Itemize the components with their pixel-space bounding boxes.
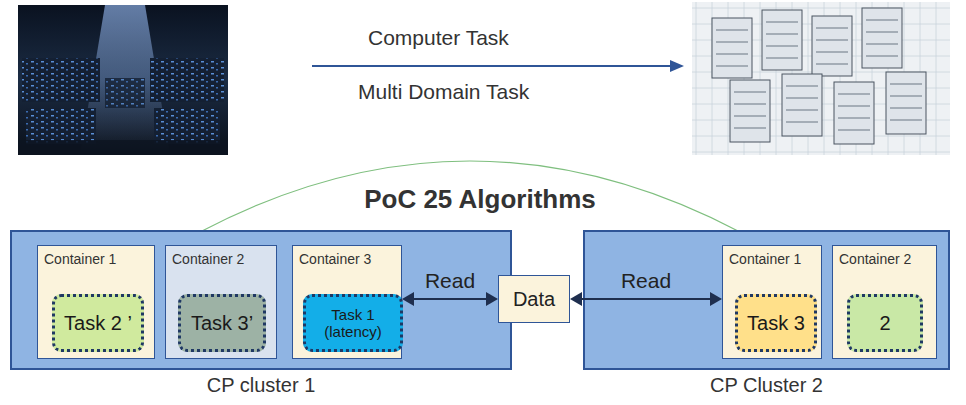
diagram-title: PoC 25 Algorithms [0, 184, 960, 215]
container-box: Container 2 Task 3’ [165, 245, 277, 359]
task-name: Task 3 [743, 310, 809, 337]
container-box: Container 2 2 [832, 245, 937, 359]
cluster-box: CP cluster 1Container 1Task 2 ’Container… [10, 230, 512, 370]
edge-label: Read [425, 269, 475, 293]
cluster-name: CP cluster 1 [12, 374, 510, 397]
edge-label: Read [621, 269, 671, 293]
task-flow-arrow [312, 60, 684, 72]
data-store: Data [498, 275, 570, 323]
task-box: Task 3 [735, 294, 817, 352]
container-name: Container 2 [833, 246, 936, 268]
container-box: Container 3 Task 1 (latency) [292, 245, 402, 359]
task-name: 2 [875, 310, 894, 337]
container-box: Container 1 Task 2 ’ [37, 245, 155, 359]
read-connector [570, 292, 722, 306]
cluster-box: CP Cluster 2Container 1Task 3Container 2… [583, 230, 950, 370]
task-name: Task 1 (latency) [306, 304, 400, 343]
task-name: Task 2 ’ [60, 310, 136, 337]
task-box: Task 1 (latency) [303, 294, 403, 352]
read-connector [402, 292, 498, 306]
task-label: Computer Task [368, 26, 509, 50]
task-box: 2 [847, 294, 923, 352]
datacenter-photo [18, 5, 228, 155]
container-name: Container 1 [723, 246, 821, 268]
container-box: Container 1 Task 3 [722, 245, 822, 359]
task-box: Task 3’ [178, 294, 266, 352]
container-name: Container 3 [293, 246, 401, 268]
server-illustration [692, 2, 950, 155]
cluster-name: CP Cluster 2 [585, 374, 948, 397]
container-name: Container 1 [38, 246, 154, 268]
task-box: Task 2 ’ [52, 294, 144, 352]
task-label: Multi Domain Task [358, 80, 529, 104]
task-name: Task 3’ [187, 310, 257, 337]
container-name: Container 2 [166, 246, 276, 268]
data-name: Data [513, 288, 555, 311]
